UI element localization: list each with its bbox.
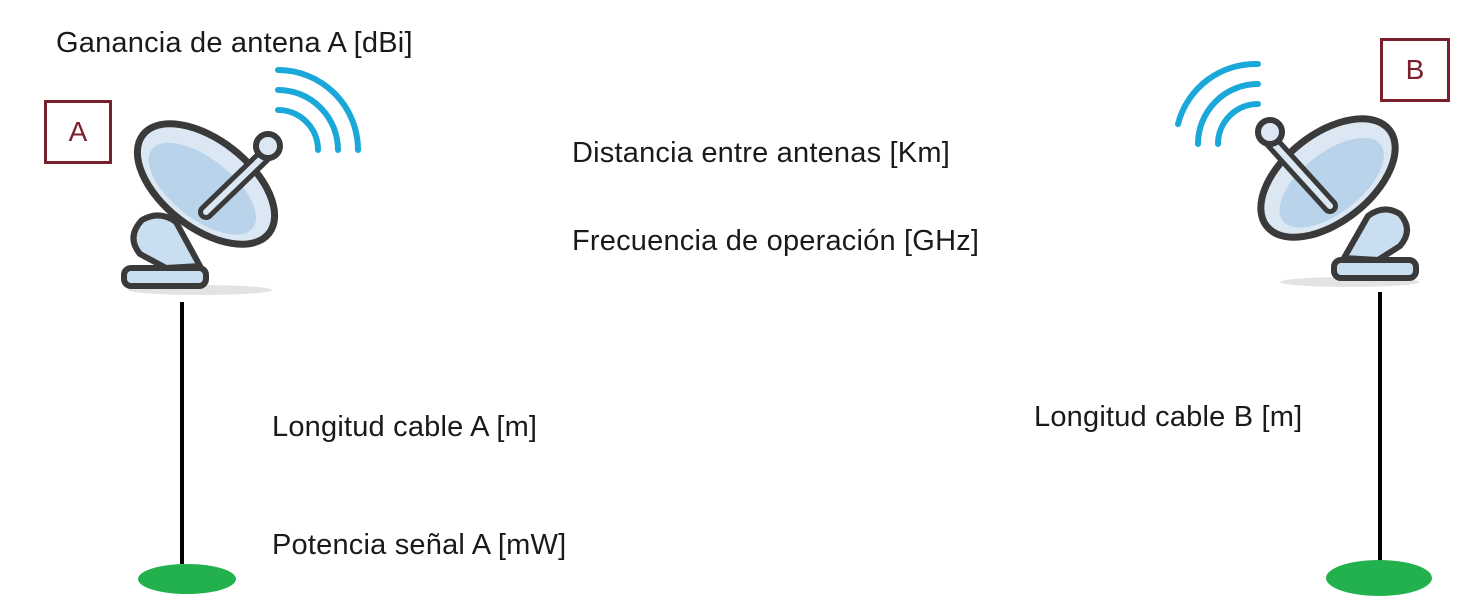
power-a-label: Potencia señal A [mW] [272, 529, 567, 561]
gain-a-label: Ganancia de antena A [dBi] [56, 27, 413, 59]
frequency-label: Frecuencia de operación [GHz] [572, 225, 980, 257]
distance-label: Distancia entre antenas [Km] [572, 137, 950, 169]
ground-a [138, 564, 236, 594]
satellite-dish-icon [1175, 60, 1420, 287]
cable-b-label: Longitud cable B [m] [1034, 401, 1303, 433]
cable-a-line [180, 302, 184, 564]
cable-b-line [1378, 292, 1382, 562]
satellite-dish-icon [121, 67, 361, 295]
antenna-b-tag: B [1380, 38, 1450, 102]
wifi-signal-icon [275, 67, 361, 153]
antenna-a-tag: A [44, 100, 112, 164]
ground-b [1326, 560, 1432, 596]
wifi-signal-icon [1175, 60, 1261, 147]
cable-a-label: Longitud cable A [m] [272, 411, 538, 443]
